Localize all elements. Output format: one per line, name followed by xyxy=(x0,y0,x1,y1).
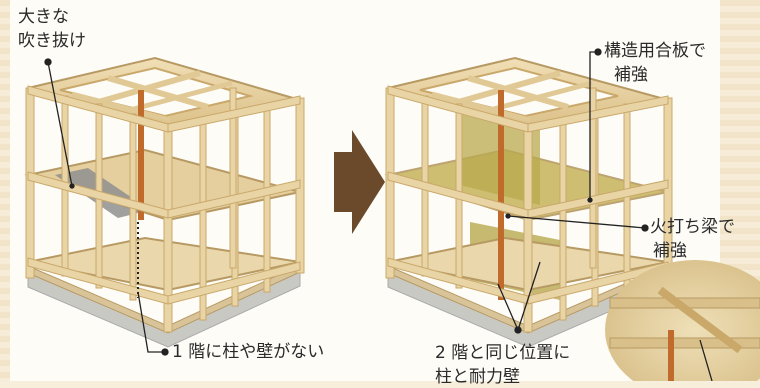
left-house-frame xyxy=(24,56,305,348)
leader-lines xyxy=(44,48,713,381)
transition-arrow xyxy=(334,130,385,234)
label-same-position-line1: 2 階と同じ位置に xyxy=(435,343,571,363)
label-plywood-line1: 構造用合板で xyxy=(604,41,706,61)
paper-edge-left xyxy=(0,0,12,381)
zoom-inset xyxy=(605,260,760,381)
label-no-columns-walls: 1 階に柱や壁がない xyxy=(172,342,325,362)
label-big-void-line2: 吹き抜け xyxy=(18,31,86,51)
right-house-frame xyxy=(384,56,673,348)
label-fire-beam-line1: 火打ち梁で xyxy=(650,217,735,237)
label-fire-beam-line2: 補強 xyxy=(653,241,687,261)
label-big-void-line1: 大きな xyxy=(18,7,69,27)
left-center-column xyxy=(138,90,144,220)
label-same-position-line2: 柱と耐力壁 xyxy=(435,367,520,387)
label-plywood-line2: 補強 xyxy=(614,65,648,85)
right-center-column xyxy=(498,90,504,300)
